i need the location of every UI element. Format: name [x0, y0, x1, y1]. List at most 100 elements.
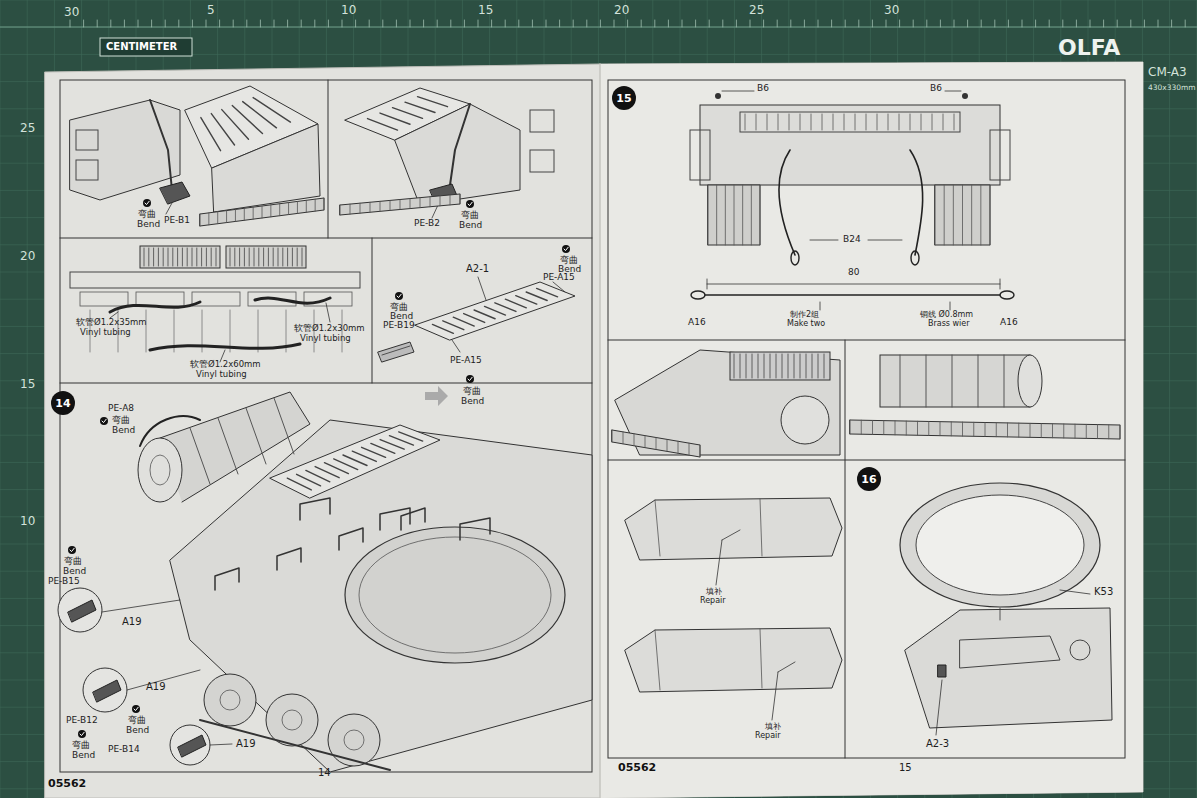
pe-part	[93, 680, 121, 702]
pe-strap	[140, 416, 200, 446]
a2-3-part	[938, 665, 946, 677]
track-link	[262, 206, 263, 218]
ruler-tick	[668, 20, 669, 27]
grille-bar	[778, 114, 779, 130]
plate-slat	[495, 303, 516, 312]
ruler-tick	[342, 20, 343, 27]
mat-scale: 15	[478, 4, 493, 17]
turret	[625, 498, 842, 560]
part-label: 弯曲	[463, 387, 481, 397]
track-link	[1097, 425, 1098, 439]
vinyl-tube	[150, 344, 300, 350]
ruler-tick	[709, 20, 710, 27]
track-link	[279, 204, 280, 216]
track-link	[460, 194, 461, 204]
road-wheel	[204, 674, 256, 726]
mudflap	[990, 130, 1010, 180]
grille-bar	[172, 248, 173, 266]
part-label: 15	[899, 762, 912, 773]
track-link	[253, 207, 254, 219]
track-link	[689, 443, 690, 455]
grille-bar	[812, 354, 813, 378]
track	[200, 720, 390, 770]
hull	[170, 420, 592, 772]
part-label: PE-B2	[414, 219, 440, 229]
ruler-tick	[219, 20, 220, 27]
ruler-tick	[954, 20, 955, 27]
leader-line	[936, 680, 942, 735]
dimension-line	[707, 284, 1000, 285]
plate-slat	[443, 321, 464, 330]
part-label: A19	[236, 738, 256, 749]
grille-bar	[758, 354, 759, 378]
track-link	[940, 422, 941, 436]
part-label: Repair	[755, 732, 781, 741]
leader-line	[778, 662, 795, 672]
grille-bar	[800, 114, 801, 130]
part-label: Bend	[112, 426, 135, 436]
ruler-tick	[355, 20, 356, 27]
step-number-text: 14	[55, 398, 70, 409]
track-link	[742, 185, 743, 245]
track-link	[1075, 424, 1076, 438]
leader-line	[1000, 608, 1001, 620]
panel-border	[608, 340, 1125, 341]
track-link	[917, 421, 918, 435]
leader-line	[655, 500, 660, 556]
grille-bar	[302, 248, 303, 266]
part-label: Brass wier	[928, 320, 970, 329]
grille-bar	[866, 114, 867, 130]
grille-bar	[745, 114, 746, 130]
ruler-tick	[1103, 20, 1104, 27]
track-link	[935, 185, 936, 245]
track-link	[612, 430, 613, 442]
grille-bar	[824, 354, 825, 378]
road-wheel-hub	[282, 710, 302, 730]
part-label: 弯曲	[461, 211, 479, 221]
track-link	[217, 212, 218, 224]
grille-bar	[287, 248, 288, 266]
grille-bar	[877, 114, 878, 130]
mat-grid	[0, 27, 1197, 28]
grille-bar	[249, 248, 250, 266]
bend-icon-check	[102, 419, 106, 422]
ruler-tick	[586, 20, 587, 27]
track-link	[1018, 423, 1019, 437]
part-label: B6	[930, 84, 942, 94]
ruler-tick	[614, 20, 615, 27]
plate-slat	[243, 102, 277, 128]
plate-slat	[526, 292, 547, 301]
pe-part	[68, 600, 96, 622]
track-link	[200, 214, 201, 226]
grille-bar	[811, 114, 812, 130]
ruler-tick	[722, 20, 723, 27]
road-wheel-hub	[220, 690, 240, 710]
part-label: PE-B15	[48, 577, 80, 587]
track-link	[324, 198, 325, 210]
drum-band	[218, 418, 238, 474]
part-label: 填补	[765, 723, 781, 732]
drum-band	[246, 408, 266, 464]
grille-bar	[855, 114, 856, 130]
part-label: 弯曲	[112, 416, 130, 426]
ruler-tick	[940, 20, 941, 27]
track-link	[971, 185, 972, 245]
ruler-tick	[981, 20, 982, 27]
track	[200, 198, 324, 226]
track-link	[208, 213, 209, 225]
plate-slat	[474, 310, 495, 319]
road-wheel	[266, 694, 318, 746]
hull-box	[136, 292, 184, 306]
ruler-tick	[1117, 20, 1118, 27]
ruler-tick	[899, 20, 900, 27]
track-link	[1007, 423, 1008, 437]
track-link	[861, 420, 862, 434]
turret-detail	[960, 636, 1060, 668]
part-label: B6	[757, 84, 769, 94]
hull-box	[80, 292, 128, 306]
ruler-tick	[124, 20, 125, 27]
bend-icon	[100, 417, 108, 425]
grille-bar	[278, 248, 279, 266]
grille-bar	[888, 114, 889, 130]
plate-slat	[505, 299, 526, 308]
